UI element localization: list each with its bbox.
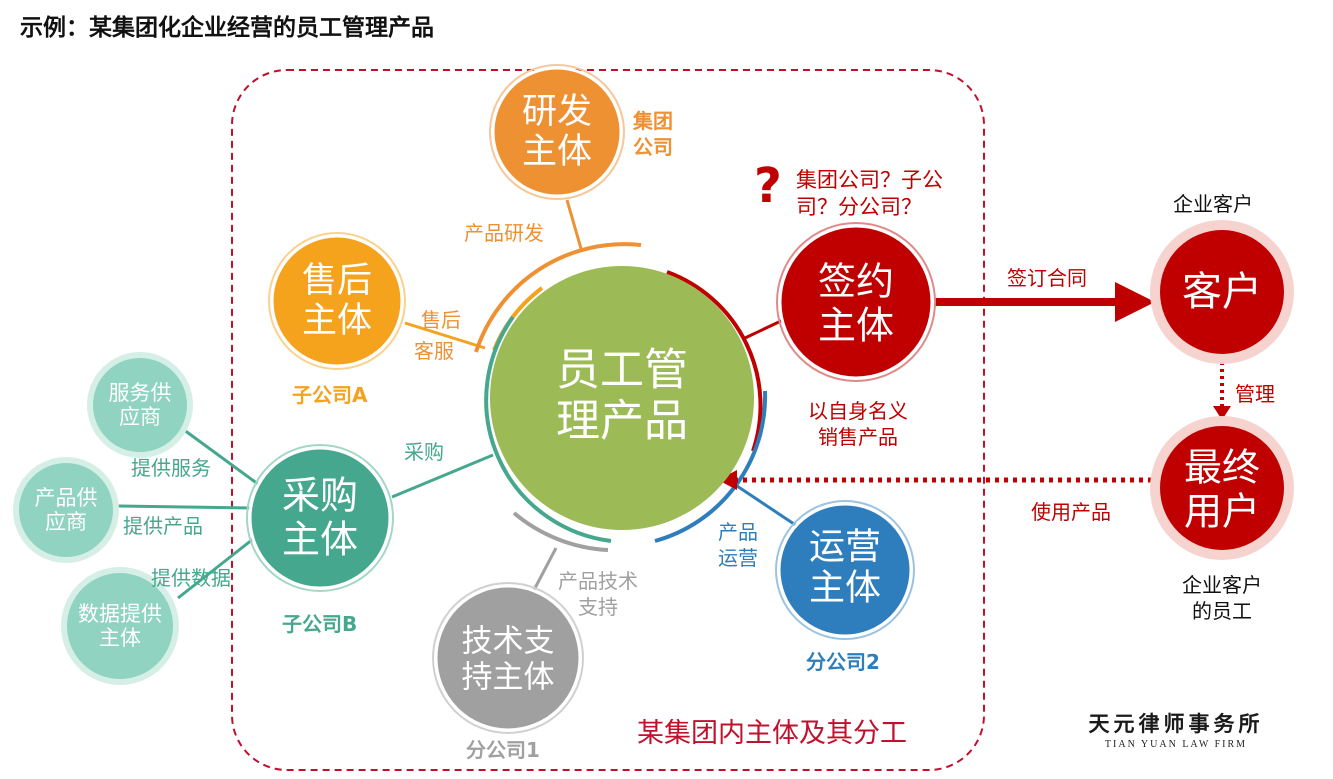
center-label: 员工管理产品 <box>556 344 688 446</box>
sign-note-label: 以自身名义销售产品 <box>808 399 908 449</box>
group-boundary <box>231 69 985 771</box>
brand-logo: 天元律师事务所 TIAN YUAN LAW FIRM <box>1088 708 1264 750</box>
use-arrow-head <box>718 470 737 490</box>
sign-connector <box>744 318 784 340</box>
data-provider-node <box>61 567 179 685</box>
question-mark-icon: ? <box>754 158 782 214</box>
sign-node <box>778 224 934 380</box>
rd-node <box>491 66 623 198</box>
product-supplier-node <box>13 457 119 563</box>
service-relation-label: 提供服务 <box>131 456 211 480</box>
arc-tech-support <box>484 315 612 543</box>
rd-label: 研发主体 <box>521 91 593 172</box>
rd-entity-label: 集团公司 <box>633 109 673 159</box>
ops-connector <box>727 478 801 530</box>
tech-relation-label: 产品技术支持 <box>558 569 638 619</box>
ops-node <box>777 502 913 638</box>
rd-relation-label: 产品研发 <box>464 221 544 245</box>
aftersales-label: 售后主体 <box>301 260 373 341</box>
product-relation-label: 提供产品 <box>123 514 203 538</box>
tech-label: 技术支持主体 <box>461 623 555 695</box>
ops-entity-label: 分公司2 <box>806 650 880 674</box>
arc-tech <box>512 511 609 552</box>
tech-entity-label: 分公司1 <box>466 738 540 762</box>
tech-node <box>434 584 582 732</box>
aftersales-relation-label: 售后客服 <box>414 308 461 363</box>
end-user-label: 最终用户 <box>1183 445 1261 533</box>
data-provider-label: 数据提供主体 <box>78 601 162 650</box>
end-user-caption: 企业客户的员工 <box>1182 573 1262 623</box>
brand-name: 天元律师事务所 <box>1088 711 1264 736</box>
arc-rd <box>474 242 642 353</box>
aftersales-entity-label: 子公司A <box>292 383 368 407</box>
brand-name-en: TIAN YUAN LAW FIRM <box>1104 739 1248 750</box>
supplier-service-line <box>179 425 263 489</box>
tech-connector <box>532 547 558 591</box>
data-relation-label: 提供数据 <box>151 566 231 590</box>
manage-label: 管理 <box>1235 382 1275 406</box>
aftersales-connector <box>404 321 486 350</box>
customer-caption: 企业客户 <box>1173 192 1253 216</box>
customer-node <box>1160 230 1284 354</box>
boundary-label: 某集团内主体及其分工 <box>637 718 907 749</box>
end-user-node <box>1160 426 1284 550</box>
procure-connector <box>391 453 494 499</box>
sign-question-label: 集团公司？子公司？分公司？ <box>796 168 943 220</box>
procure-label: 采购主体 <box>281 473 359 561</box>
contract-label: 签订合同 <box>1007 266 1087 290</box>
sign-label: 签约主体 <box>817 259 895 347</box>
service-supplier-label: 服务供应商 <box>108 380 172 429</box>
arc-sign <box>666 270 763 452</box>
procure-relation-label: 采购 <box>404 440 444 464</box>
aftersales-node <box>270 234 404 368</box>
supplier-data-line <box>177 530 263 600</box>
customer-label: 客户 <box>1182 269 1262 315</box>
product-supplier-label: 产品供应商 <box>34 485 98 534</box>
procure-node <box>248 446 392 590</box>
supplier-product-line <box>117 504 253 510</box>
page-title: 示例：某集团化企业经营的员工管理产品 <box>20 15 434 41</box>
ops-relation-label: 产品运营 <box>718 520 758 570</box>
manage-arrow-head <box>1213 406 1231 420</box>
procure-entity-label: 子公司B <box>282 612 358 636</box>
use-label: 使用产品 <box>1031 500 1111 524</box>
service-supplier-node <box>87 352 193 458</box>
ops-label: 运营主体 <box>808 526 882 609</box>
center-product-node <box>490 266 754 530</box>
rd-connector <box>565 199 584 253</box>
